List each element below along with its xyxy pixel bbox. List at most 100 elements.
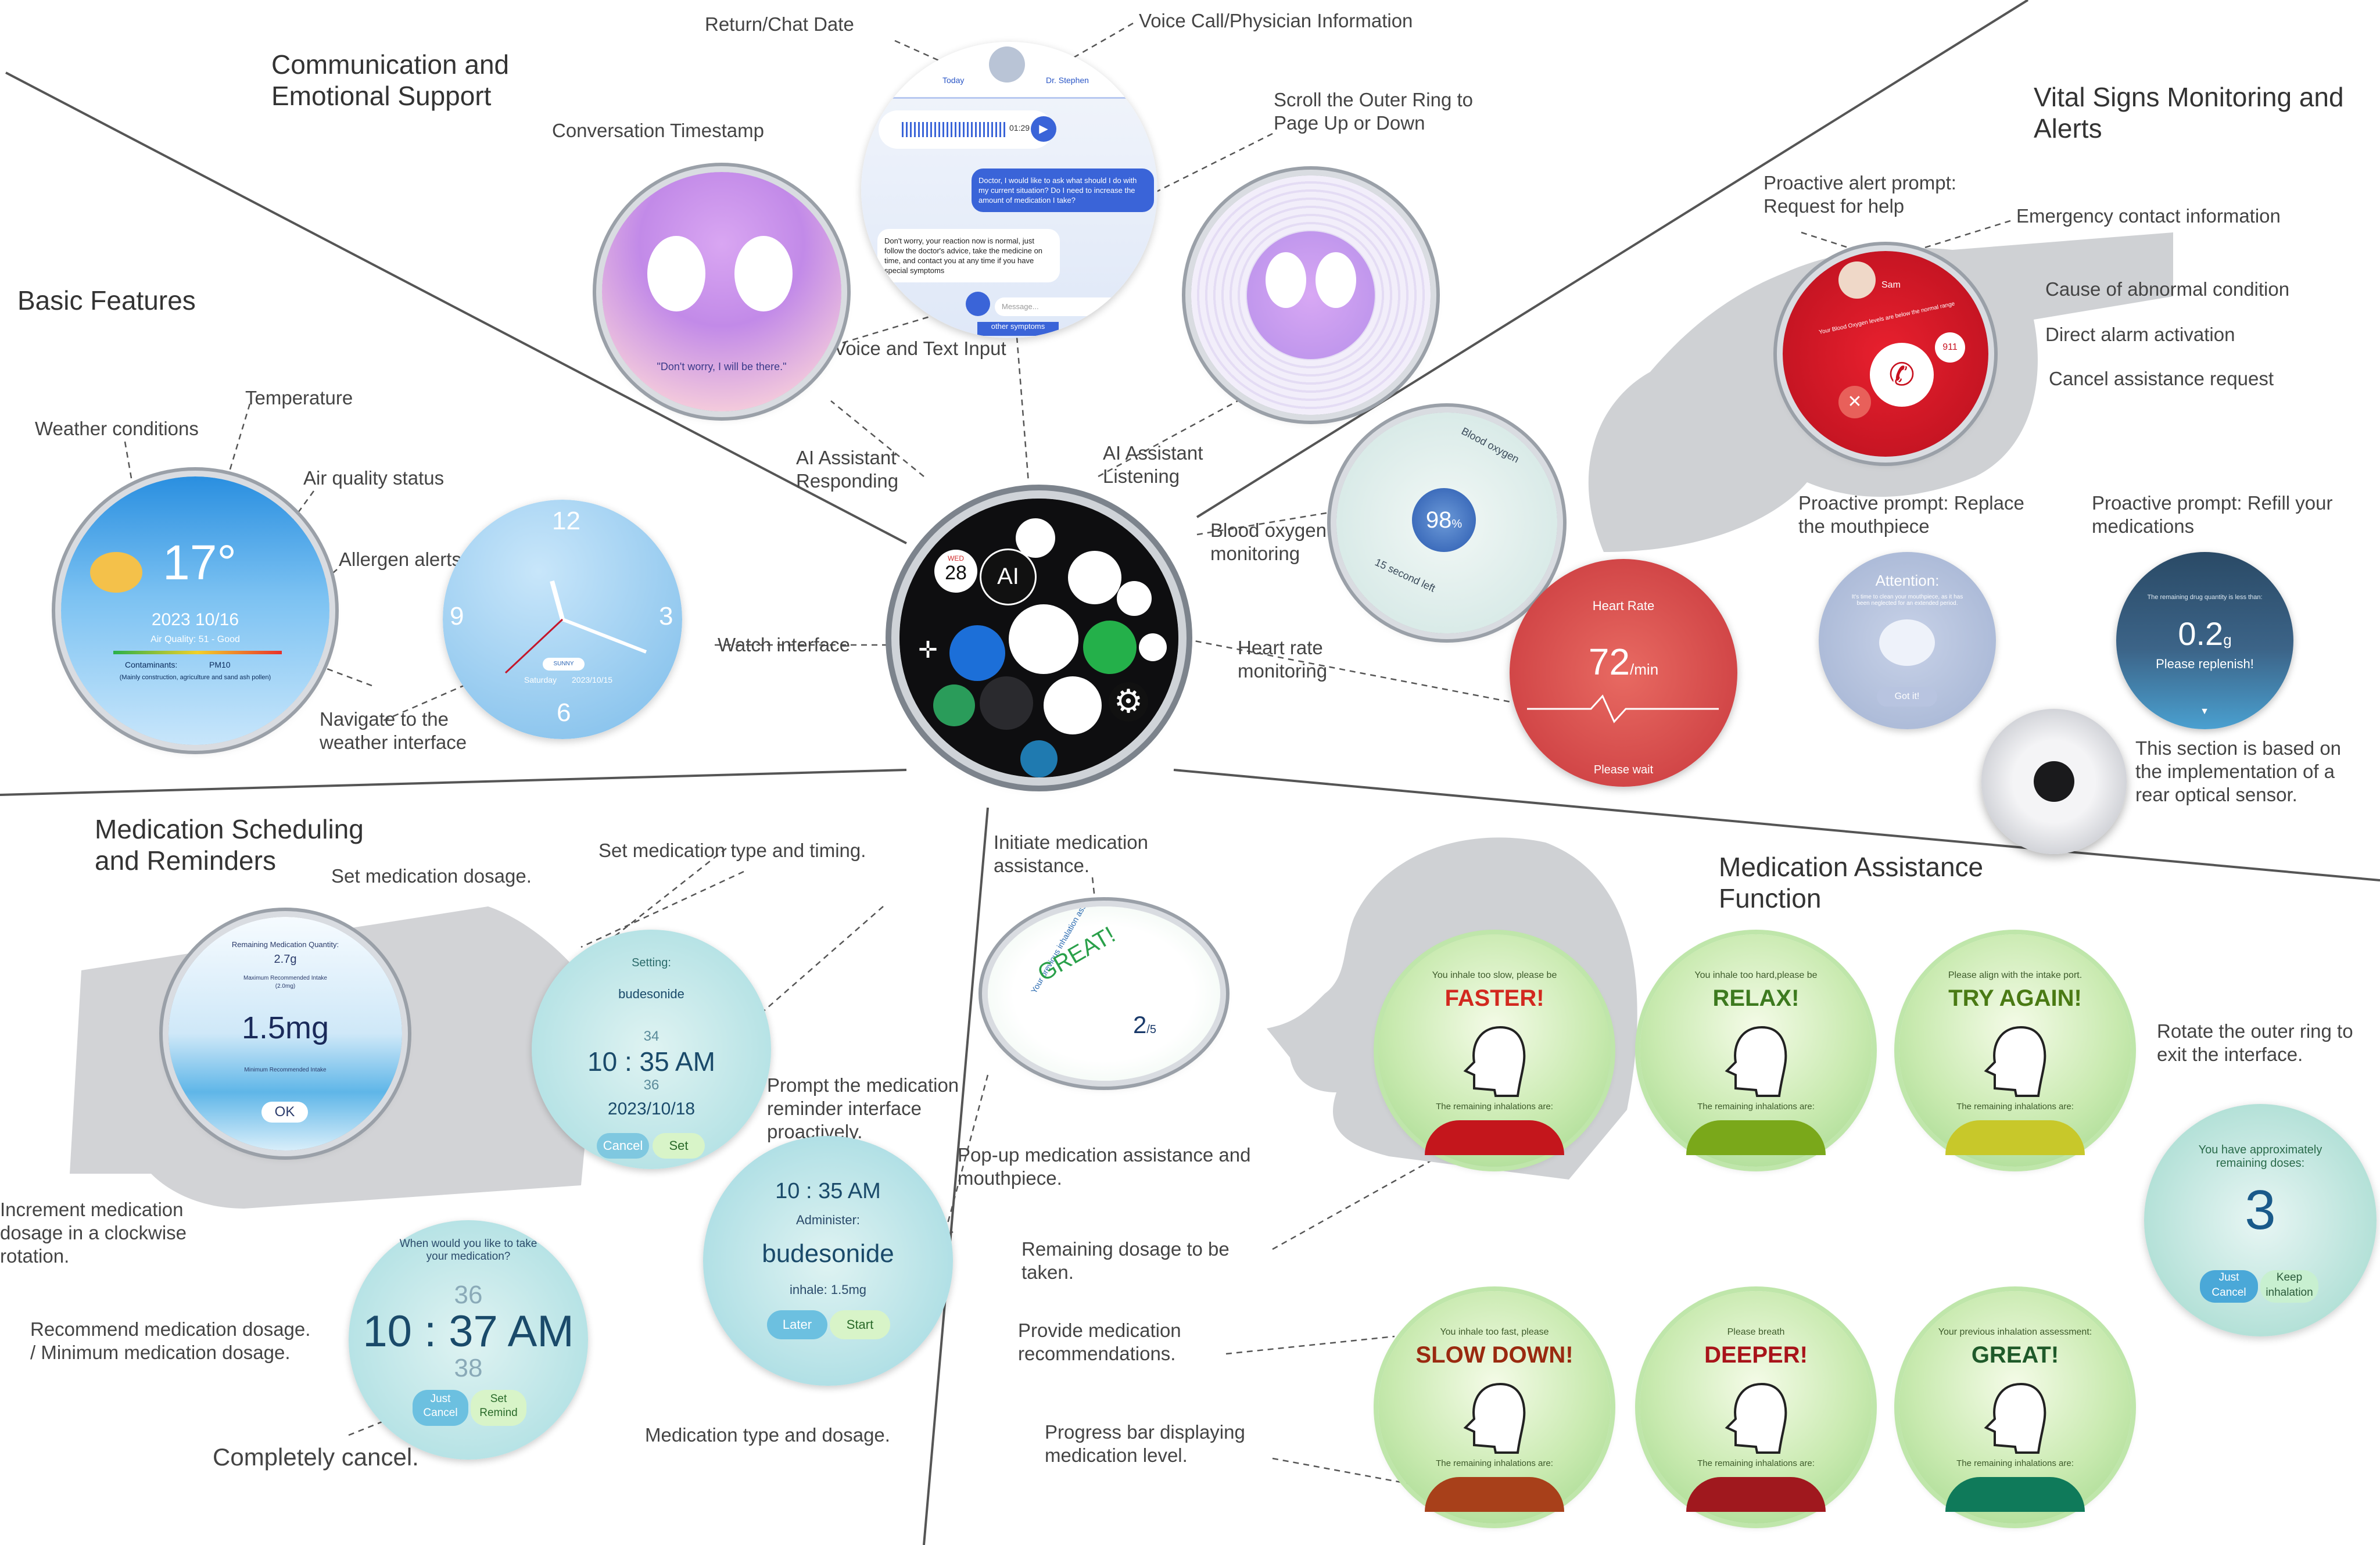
heart-rate-value: 72/min	[1588, 641, 1659, 683]
play-icon[interactable]: ▶	[1031, 116, 1056, 142]
clock-app-icon[interactable]	[1009, 604, 1078, 674]
just-cancel-button[interactable]: Just Cancel	[413, 1390, 468, 1426]
blood-oxygen-timer: 15 second left	[1373, 556, 1438, 594]
head-profile-icon	[1725, 1382, 1787, 1454]
lungs-icon[interactable]	[933, 684, 975, 726]
dots-app-icon[interactable]	[1020, 740, 1058, 777]
setting-time[interactable]: 10 : 35 AM	[587, 1046, 715, 1077]
physician-avatar[interactable]	[989, 46, 1025, 83]
physician-name[interactable]: Dr. Stephen	[1046, 76, 1089, 85]
move-icon[interactable]: ✛	[918, 637, 938, 663]
reminder-watch[interactable]: 10 : 35 AM Administer: budesonide inhale…	[703, 1136, 953, 1386]
inhaler-watch[interactable]: Your previous inhalation assessment: GRE…	[988, 906, 1220, 1081]
microphone-icon[interactable]	[966, 292, 990, 316]
clock-12: 12	[552, 507, 580, 535]
phone-icon[interactable]: ✆	[1870, 343, 1934, 407]
weather-app-icon[interactable]	[949, 625, 1005, 681]
ai-assistant-app[interactable]: AI	[980, 549, 1037, 605]
chat-watch[interactable]: Today Dr. Stephen 01:29 ▶ Doctor, I woul…	[861, 42, 1157, 338]
settings-sliders-icon[interactable]	[980, 676, 1033, 730]
alert-watch[interactable]: Sam Your Blood Oxygen levels are below t…	[1783, 251, 1988, 457]
progress-bar	[1945, 1120, 2085, 1155]
annotation-proactive-alert: Proactive alert prompt: Request for help	[1764, 172, 1956, 217]
clock-9: 9	[450, 602, 464, 630]
got-it-button[interactable]: Got it!	[1877, 687, 1937, 707]
ai-listening-watch[interactable]	[1191, 175, 1431, 415]
remaining-doses-watch[interactable]: You have approximately remaining doses: …	[2144, 1104, 2377, 1336]
dosage-value[interactable]: 1.5mg	[241, 1010, 329, 1045]
assist-message: Please align with the intake port.	[1948, 970, 2082, 980]
gear-icon[interactable]: ⚙	[1109, 682, 1148, 722]
setting-cancel-button[interactable]: Cancel	[597, 1133, 649, 1159]
progress-bar	[1686, 1477, 1826, 1512]
remaining-doses-text: You have approximately remaining doses:	[2198, 1143, 2322, 1170]
weather-watch[interactable]: 17° 2023 10/16 Air Quality: 51 - Good Co…	[61, 476, 329, 745]
annotation-ai-listening: AI Assistant Listening	[1103, 442, 1203, 487]
contaminants-note: (Mainly construction, agriculture and sa…	[119, 674, 271, 681]
setting-minute-above: 34	[643, 1028, 659, 1044]
contact-avatar[interactable]	[1838, 261, 1876, 299]
attention-text: It's time to clean your mouthpiece, as i…	[1851, 594, 1963, 607]
start-button[interactable]: Start	[830, 1310, 890, 1339]
doctor-message: Don't worry, your reaction now is normal…	[877, 229, 1060, 282]
setting-watch[interactable]: Setting: budesonide 34 10 : 35 AM 36 202…	[532, 930, 771, 1169]
cloud-app-icon[interactable]	[1139, 633, 1167, 661]
clock-watch[interactable]: 12 3 6 9 SUNNY Saturday 2023/10/15	[443, 500, 682, 739]
ai-responding-watch[interactable]: "Don't worry, I will be there."	[602, 172, 841, 411]
when-time[interactable]: 10 : 37 AM	[363, 1307, 574, 1356]
annotation-heart-rate: Heart rate monitoring	[1238, 637, 1328, 682]
assist-remaining-label: The remaining inhalations are:	[1697, 1458, 1815, 1468]
when-watch[interactable]: When would you like to take your medicat…	[349, 1220, 588, 1460]
annotation-type-and-dosage: Medication type and dosage.	[645, 1424, 890, 1446]
chat-icon[interactable]	[1016, 518, 1055, 558]
setting-date[interactable]: 2023/10/18	[607, 1099, 696, 1119]
setting-medication[interactable]: budesonide	[618, 987, 684, 1001]
section-title-assistance: Medication Assistance Function	[1719, 852, 1984, 913]
reminder-time: 10 : 35 AM	[775, 1179, 881, 1203]
medication-pill-icon[interactable]	[1044, 676, 1102, 734]
alarm-911-button[interactable]: 911	[1935, 332, 1965, 363]
health-heart-icon[interactable]	[1068, 551, 1121, 604]
blood-oxygen-watch[interactable]: Blood oxygen 98% 15 second left	[1336, 413, 1557, 633]
min-intake-label: Minimum Recommended Intake	[244, 1067, 327, 1073]
fitness-run-icon[interactable]	[1083, 621, 1137, 674]
annotation-set-type-timing: Set medication type and timing.	[598, 840, 866, 861]
just-cancel-button[interactable]: Just Cancel	[2200, 1270, 2258, 1303]
chevron-down-icon[interactable]: ▼	[2200, 707, 2209, 716]
assist-remaining-label: The remaining inhalations are:	[1436, 1458, 1553, 1468]
section-title-basic: Basic Features	[17, 285, 196, 316]
when-minute-below: 38	[454, 1354, 483, 1382]
setting-set-button[interactable]: Set	[653, 1133, 705, 1159]
heart-rate-watch[interactable]: Heart Rate 72/min Please wait	[1510, 559, 1737, 787]
contact-name: Sam	[1881, 280, 1901, 290]
refill-watch[interactable]: The remaining drug quantity is less than…	[2116, 552, 2293, 729]
remaining-doses-value: 3	[2245, 1179, 2276, 1241]
annotation-completely-cancel: Completely cancel.	[213, 1443, 419, 1471]
touch-icon[interactable]	[1117, 581, 1152, 616]
annotation-refill: Proactive prompt: Refill your medication…	[2092, 492, 2333, 537]
assist-screen[interactable]: Your previous inhalation assessment:GREA…	[1899, 1291, 2131, 1524]
annotation-navigate-weather: Navigate to the weather interface	[320, 708, 467, 753]
annotation-emergency-contact: Emergency contact information	[2016, 205, 2281, 227]
annotation-provide-recommend: Provide medication recommendations.	[1018, 1320, 1181, 1364]
later-button[interactable]: Later	[767, 1310, 827, 1339]
attention-watch[interactable]: Attention: It's time to clean your mouth…	[1819, 552, 1996, 729]
face-icon	[1087, 965, 1139, 1017]
assist-screen[interactable]: Please align with the intake port.TRY AG…	[1899, 934, 2131, 1167]
ok-button[interactable]: OK	[261, 1102, 308, 1123]
keep-inhalation-button[interactable]: Keep inhalation	[2260, 1270, 2318, 1303]
inhaler-count: 2/5	[1133, 1011, 1157, 1038]
message-input[interactable]: Message...	[995, 297, 1130, 316]
weather-chip[interactable]: SUNNY	[543, 658, 585, 671]
assist-message: Please breath	[1727, 1327, 1785, 1337]
set-remind-button[interactable]: Set Remind	[471, 1390, 526, 1426]
cancel-alert-button[interactable]: ✕	[1838, 386, 1871, 418]
annotation-initiate-assist: Initiate medication assistance.	[994, 831, 1148, 876]
chat-date[interactable]: Today	[942, 76, 965, 85]
dosage-watch[interactable]: Remaining Medication Quantity: 2.7g Maxi…	[169, 917, 402, 1150]
main-watch[interactable]: WED 28 AI ✛ ⚙	[899, 499, 1178, 777]
